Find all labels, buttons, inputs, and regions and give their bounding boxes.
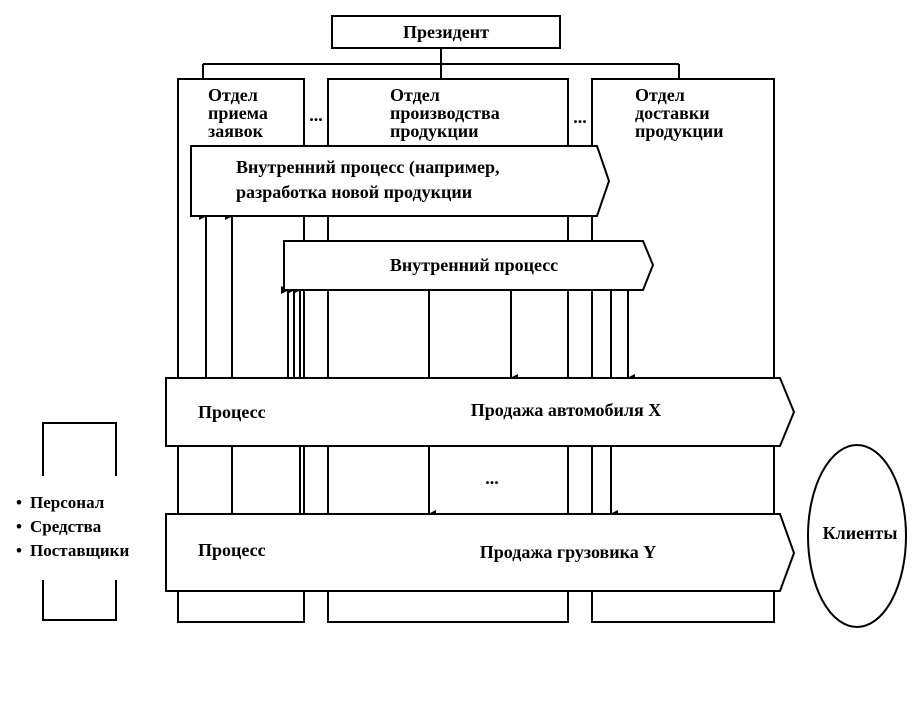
clients-label: Клиенты [823,523,898,543]
internal-process-2-arrow [283,240,655,291]
internal-process-1-label: Внутренний процесс (например, разработка… [236,157,504,202]
process-2-arrow [165,513,796,592]
president-box [331,15,561,49]
department-label-delivery: Отдел доставки продукции [635,85,723,141]
resources-bracket [42,422,117,621]
process-2-center-label: Продажа грузовика Y [480,542,656,562]
process-2-left-label: Процесс [198,540,266,560]
resources-list: •Персонал •Средства •Поставщики [16,493,129,560]
department-label-production: Отдел производства продукции [390,85,504,141]
internal-process-1-arrow [190,145,611,217]
department-gap-ellipsis-2: ... [573,107,587,127]
department-gap-ellipsis-1: ... [309,105,323,125]
between-process-ellipsis: ... [485,468,499,488]
process-1-arrow [165,377,796,447]
process-1-center-label: Продажа автомобиля X [471,400,661,420]
internal-process-2-label: Внутренний процесс [390,255,558,275]
process-1-left-label: Процесс [198,402,266,422]
flow-lines [199,212,635,518]
president-label: Президент [403,22,489,42]
department-label-orders: Отдел приема заявок [208,85,272,141]
clients-ellipse [807,444,907,628]
